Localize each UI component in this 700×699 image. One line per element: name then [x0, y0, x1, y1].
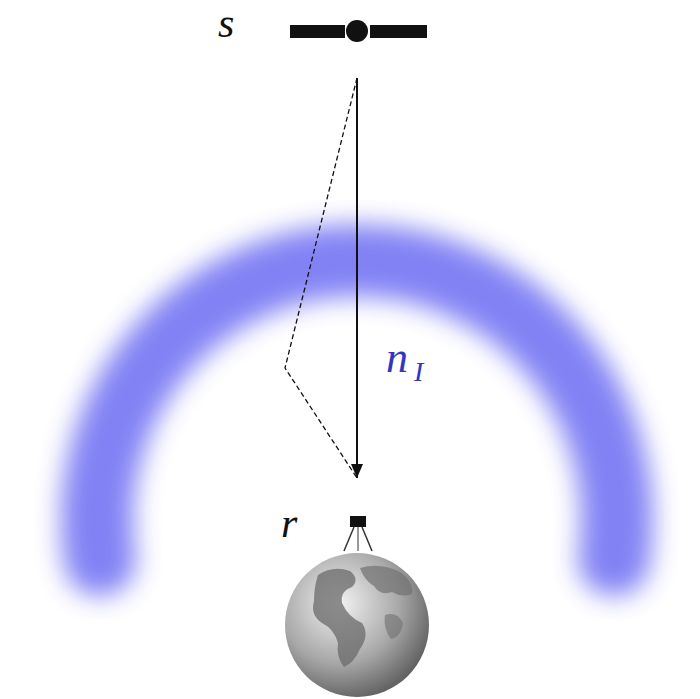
arrowhead	[351, 464, 363, 478]
subscript-label: I	[414, 358, 423, 386]
satellite-icon	[290, 20, 427, 42]
receiver-node: r	[275, 478, 375, 554]
refracted-path	[285, 78, 357, 478]
satellite-node: s	[210, 0, 435, 78]
satellite-label: s	[218, 2, 234, 44]
receiver-icon	[344, 516, 372, 551]
refractive-index-label: n	[386, 336, 408, 380]
earth-globe	[285, 553, 429, 697]
direct-path-arrow	[356, 78, 358, 478]
receiver-label: r	[281, 502, 297, 544]
